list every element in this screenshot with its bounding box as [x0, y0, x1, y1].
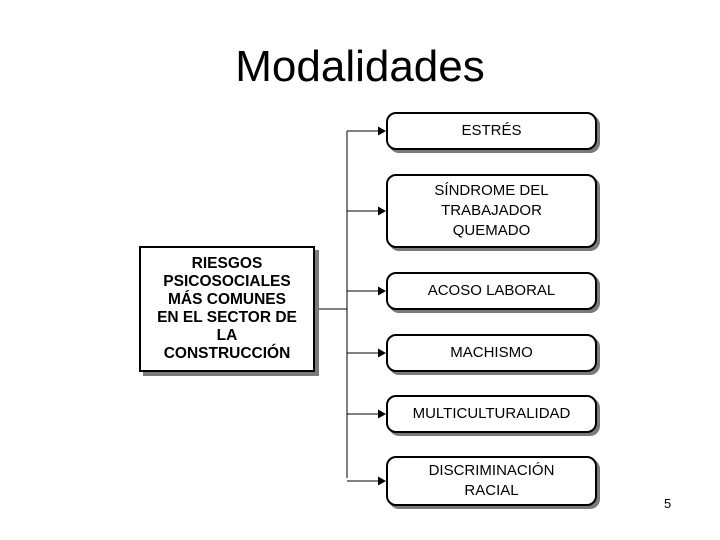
- node-machismo: MACHISMO: [386, 334, 597, 372]
- slide-title: Modalidades: [235, 42, 485, 91]
- node-label: ESTRÉS: [461, 122, 522, 139]
- page-number: 5: [664, 496, 672, 511]
- root-concept-box: RIESGOS PSICOSOCIALES MÁS COMUNES EN EL …: [139, 246, 315, 372]
- arrow-head: [378, 348, 386, 358]
- arrow-head: [378, 126, 386, 136]
- node-discriminacion-racial: DISCRIMINACIÓN RACIAL: [386, 456, 597, 506]
- node-acoso-laboral: ACOSO LABORAL: [386, 272, 597, 310]
- node-estres: ESTRÉS: [386, 112, 597, 150]
- arrow-head: [378, 286, 386, 296]
- root-concept-label: RIESGOS PSICOSOCIALES MÁS COMUNES EN EL …: [157, 255, 297, 362]
- arrow-head: [378, 476, 386, 486]
- node-label: MACHISMO: [450, 344, 533, 361]
- node-label: ACOSO LABORAL: [427, 282, 556, 299]
- arrow-head: [378, 409, 386, 419]
- node-label: DISCRIMINACIÓN RACIAL: [428, 462, 555, 499]
- node-label: SÍNDROME DEL TRABAJADOR QUEMADO: [434, 182, 549, 239]
- node-label: MULTICULTURALIDAD: [412, 405, 571, 422]
- node-sindrome-trabajador-quemado: SÍNDROME DEL TRABAJADOR QUEMADO: [386, 174, 597, 248]
- node-multiculturalidad: MULTICULTURALIDAD: [386, 395, 597, 433]
- arrow-head: [378, 206, 386, 216]
- branch-arrows: [347, 126, 386, 486]
